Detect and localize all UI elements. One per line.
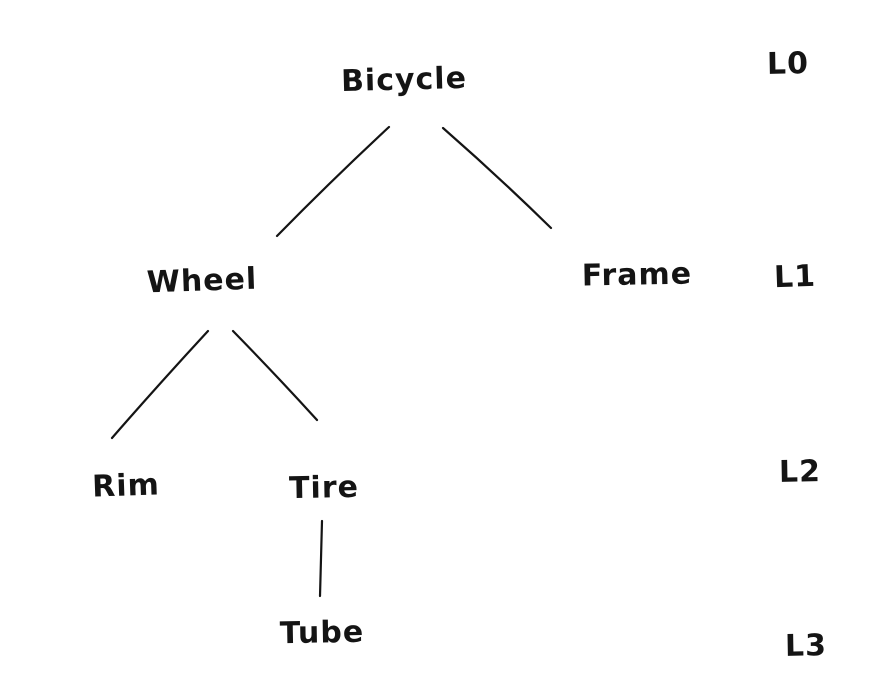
edge-tire-tube (318, 519, 324, 598)
edge-wheel-tire (231, 329, 319, 422)
node-tube: Tube (279, 614, 365, 652)
level-label-l0: L0 (766, 46, 810, 82)
node-bicycle: Bicycle (340, 60, 468, 100)
level-label-l2: L2 (778, 454, 822, 490)
node-wheel: Wheel (146, 261, 258, 301)
edge-bicycle-wheel (275, 125, 391, 238)
edge-bicycle-frame (441, 126, 553, 230)
node-frame: Frame (581, 256, 693, 294)
level-label-l1: L1 (773, 258, 817, 296)
level-label-l3: L3 (784, 628, 828, 664)
node-rim: Rim (91, 467, 161, 505)
edge-wheel-rim (110, 329, 210, 440)
node-tire: Tire (288, 469, 360, 507)
